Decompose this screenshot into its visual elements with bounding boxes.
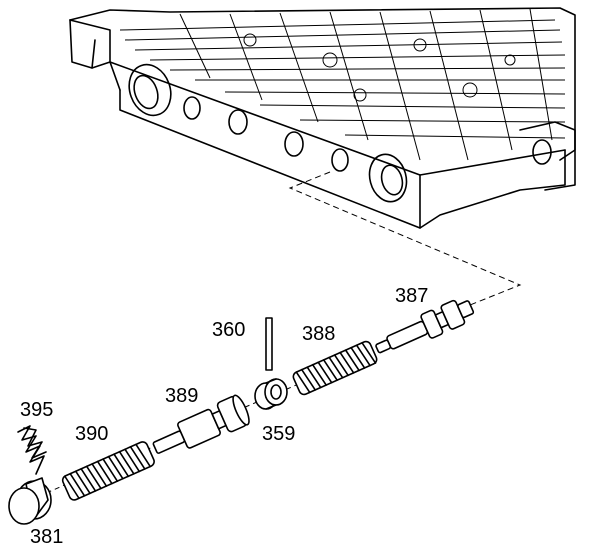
callout-388: 388 xyxy=(302,323,335,345)
pin-360 xyxy=(265,317,273,371)
callout-381: 381 xyxy=(30,526,63,548)
valve-body-casting xyxy=(69,7,576,229)
callout-389: 389 xyxy=(165,385,198,407)
callout-395: 395 xyxy=(20,399,53,421)
callout-360: 360 xyxy=(212,319,245,341)
retainer-clip-395 xyxy=(17,425,47,475)
spring-388 xyxy=(292,340,378,396)
callout-387: 387 xyxy=(395,285,428,307)
leader-dashed-line xyxy=(288,171,522,306)
callout-390: 390 xyxy=(75,423,108,445)
plug-381 xyxy=(8,477,52,525)
callout-359: 359 xyxy=(262,423,295,445)
valve-387 xyxy=(375,299,475,354)
sleeve-359 xyxy=(254,378,288,410)
valve-389 xyxy=(152,394,250,454)
spring-390 xyxy=(61,441,155,501)
